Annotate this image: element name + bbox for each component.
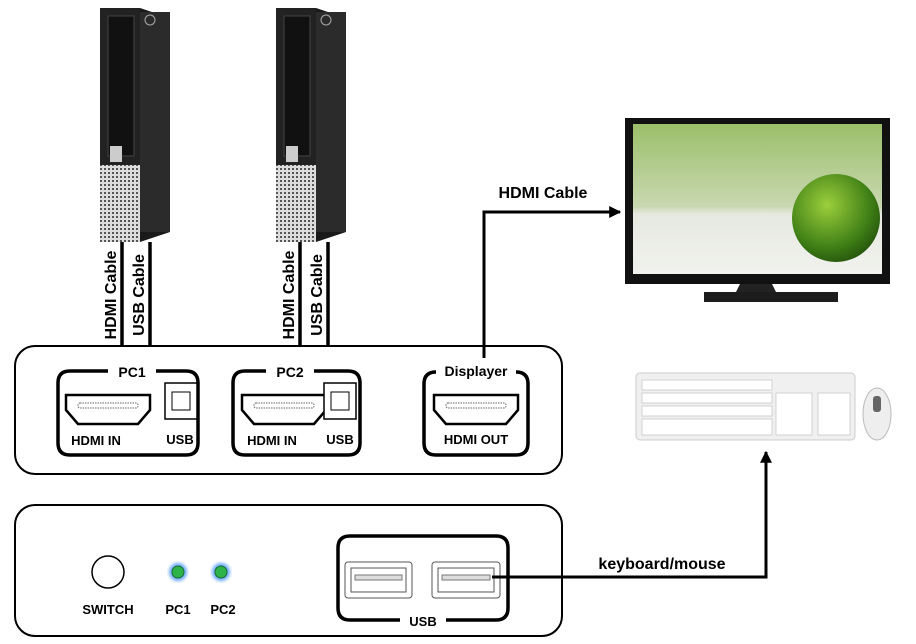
display-cable-label: HDMI Cable — [499, 185, 588, 202]
pc1-hdmi-cable-label: HDMI Cable — [103, 250, 120, 339]
hdmi-port-icon[interactable] — [432, 393, 520, 426]
monitor — [625, 118, 890, 302]
pc1-usb-label: USB — [166, 432, 193, 447]
switch-button[interactable] — [91, 555, 125, 589]
pc1-led-label: PC1 — [165, 602, 190, 617]
pc2-usb-label: USB — [326, 432, 353, 447]
usb-a-port-icon[interactable] — [344, 561, 413, 599]
pc2-hdmi-in-label: HDMI IN — [247, 433, 297, 448]
keyboard — [635, 372, 856, 441]
hdmi-port-icon[interactable] — [240, 393, 328, 426]
pc2-port-group: PC2 HDMI IN USB — [231, 364, 362, 457]
pc2-led — [212, 563, 230, 581]
switch-label: SWITCH — [82, 602, 133, 617]
displayer-label: Displayer — [444, 363, 508, 379]
displayer-port-group: Displayer HDMI OUT — [422, 363, 530, 457]
pc1-port-group: PC1 HDMI IN USB — [56, 364, 200, 457]
pc1-group-label: PC1 — [118, 364, 145, 380]
pc1-led — [169, 563, 187, 581]
usb-group-label: USB — [409, 614, 436, 629]
mouse — [862, 387, 892, 441]
pc2-tower — [276, 8, 346, 242]
pc2-usb-cable-label: USB Cable — [309, 254, 326, 336]
pc2-group-label: PC2 — [276, 364, 303, 380]
display-hdmi-cable — [482, 206, 622, 358]
pc1-tower — [100, 8, 170, 242]
pc1-usb-cable-label: USB Cable — [131, 254, 148, 336]
usb-b-port-icon[interactable] — [323, 382, 357, 420]
usb-port-group: USB — [336, 534, 510, 629]
usb-a-port-icon[interactable] — [431, 561, 501, 599]
usb-b-port-icon[interactable] — [164, 382, 198, 420]
pc1-hdmi-in-label: HDMI IN — [71, 433, 121, 448]
pc2-hdmi-cable-label: HDMI Cable — [281, 250, 298, 339]
hdmi-port-icon[interactable] — [64, 393, 152, 426]
pc2-led-label: PC2 — [210, 602, 235, 617]
keyboard-mouse-label: keyboard/mouse — [598, 556, 725, 573]
hdmi-out-label: HDMI OUT — [444, 432, 508, 447]
keyboard-mouse-cable — [492, 450, 772, 579]
